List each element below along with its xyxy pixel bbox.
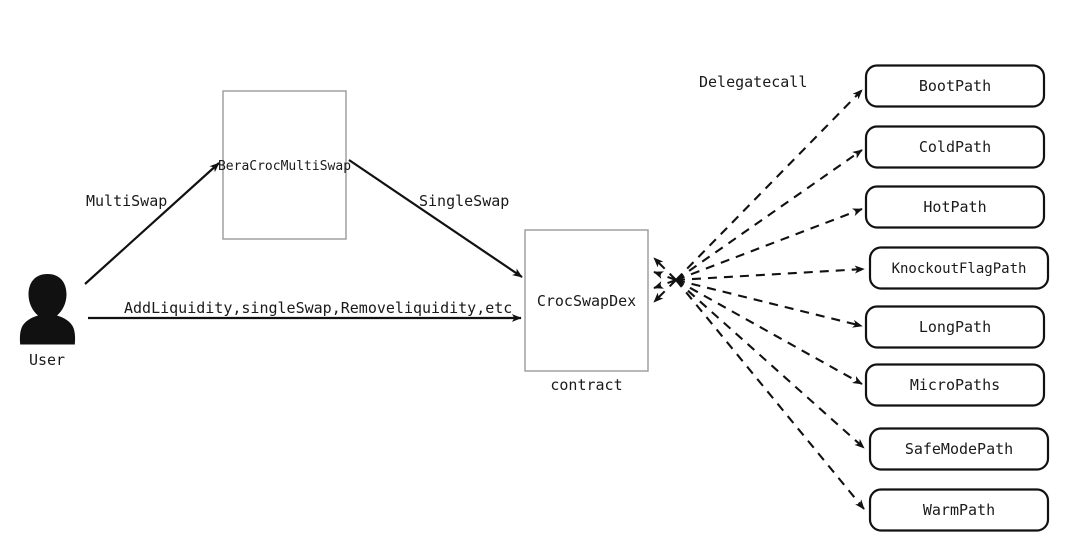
edge-delegatecall-micropaths [675, 279, 863, 385]
edge-hub-to-dex-1 [653, 257, 677, 281]
edge-delegatecall-safemodepath [675, 279, 865, 449]
path-node-box-warmpath[interactable] [868, 488, 1050, 532]
path-node-box-knockoutflagpath[interactable] [868, 246, 1050, 290]
edge-multiswap-to-dex [348, 159, 523, 278]
edge-hub-to-dex-2 [653, 271, 677, 281]
node-beracrocmultiswap-label: BeraCrocMultiSwap [218, 159, 351, 174]
path-node-box-bootpath[interactable] [864, 64, 1046, 108]
path-node-coldpath[interactable]: ColdPath [864, 125, 1046, 169]
path-node-label-longpath: LongPath [919, 318, 991, 336]
path-node-label-hotpath: HotPath [923, 198, 986, 216]
path-node-label-warmpath: WarmPath [923, 501, 995, 519]
node-crocswapdex-caption: contract [550, 376, 622, 394]
path-node-group: BootPathColdPathHotPathKnockoutFlagPathL… [864, 64, 1050, 532]
path-node-bootpath[interactable]: BootPath [864, 64, 1046, 108]
path-node-box-coldpath[interactable] [864, 125, 1046, 169]
edge-delegatecall-knockoutflagpath [675, 265, 865, 282]
node-crocswapdex[interactable] [524, 229, 649, 372]
path-node-label-knockoutflagpath: KnockoutFlagPath [892, 261, 1027, 277]
node-crocswapdex-label: CrocSwapDex [537, 292, 636, 310]
edge-delegatecall-longpath [675, 278, 863, 328]
edge-hub-to-dex-3 [653, 279, 677, 289]
path-node-box-longpath[interactable] [864, 305, 1046, 349]
path-node-label-safemodepath: SafeModePath [905, 440, 1013, 458]
edge-label-multiswap: MultiSwap [86, 192, 167, 210]
path-node-label-bootpath: BootPath [919, 77, 991, 95]
path-node-warmpath[interactable]: WarmPath [868, 488, 1050, 532]
path-node-label-coldpath: ColdPath [919, 138, 991, 156]
user-label: User [29, 351, 65, 369]
path-node-box-safemodepath[interactable] [868, 427, 1050, 471]
edge-label-direct-calls: AddLiquidity,singleSwap,Removeliquidity,… [124, 299, 512, 317]
edge-hub-to-dex-4 [653, 279, 677, 303]
node-beracrocmultiswap[interactable] [222, 90, 347, 240]
edge-delegatecall-warmpath [675, 279, 865, 510]
edge-delegatecall-bootpath [675, 89, 863, 281]
edge-user-to-multiswap [84, 162, 220, 285]
edge-delegatecall-coldpath [675, 149, 863, 281]
edge-label-singleswap: SingleSwap [419, 192, 509, 210]
path-node-box-hotpath[interactable] [864, 185, 1046, 229]
edge-label-delegatecall: Delegatecall [699, 73, 807, 91]
path-node-label-micropaths: MicroPaths [910, 376, 1000, 394]
path-node-longpath[interactable]: LongPath [864, 305, 1046, 349]
path-node-safemodepath[interactable]: SafeModePath [868, 427, 1050, 471]
path-node-knockoutflagpath[interactable]: KnockoutFlagPath [868, 246, 1050, 290]
user-icon [19, 274, 76, 345]
path-node-hotpath[interactable]: HotPath [864, 185, 1046, 229]
path-node-micropaths[interactable]: MicroPaths [864, 363, 1046, 407]
edge-delegatecall-hotpath [675, 208, 863, 281]
path-node-box-micropaths[interactable] [864, 363, 1046, 407]
